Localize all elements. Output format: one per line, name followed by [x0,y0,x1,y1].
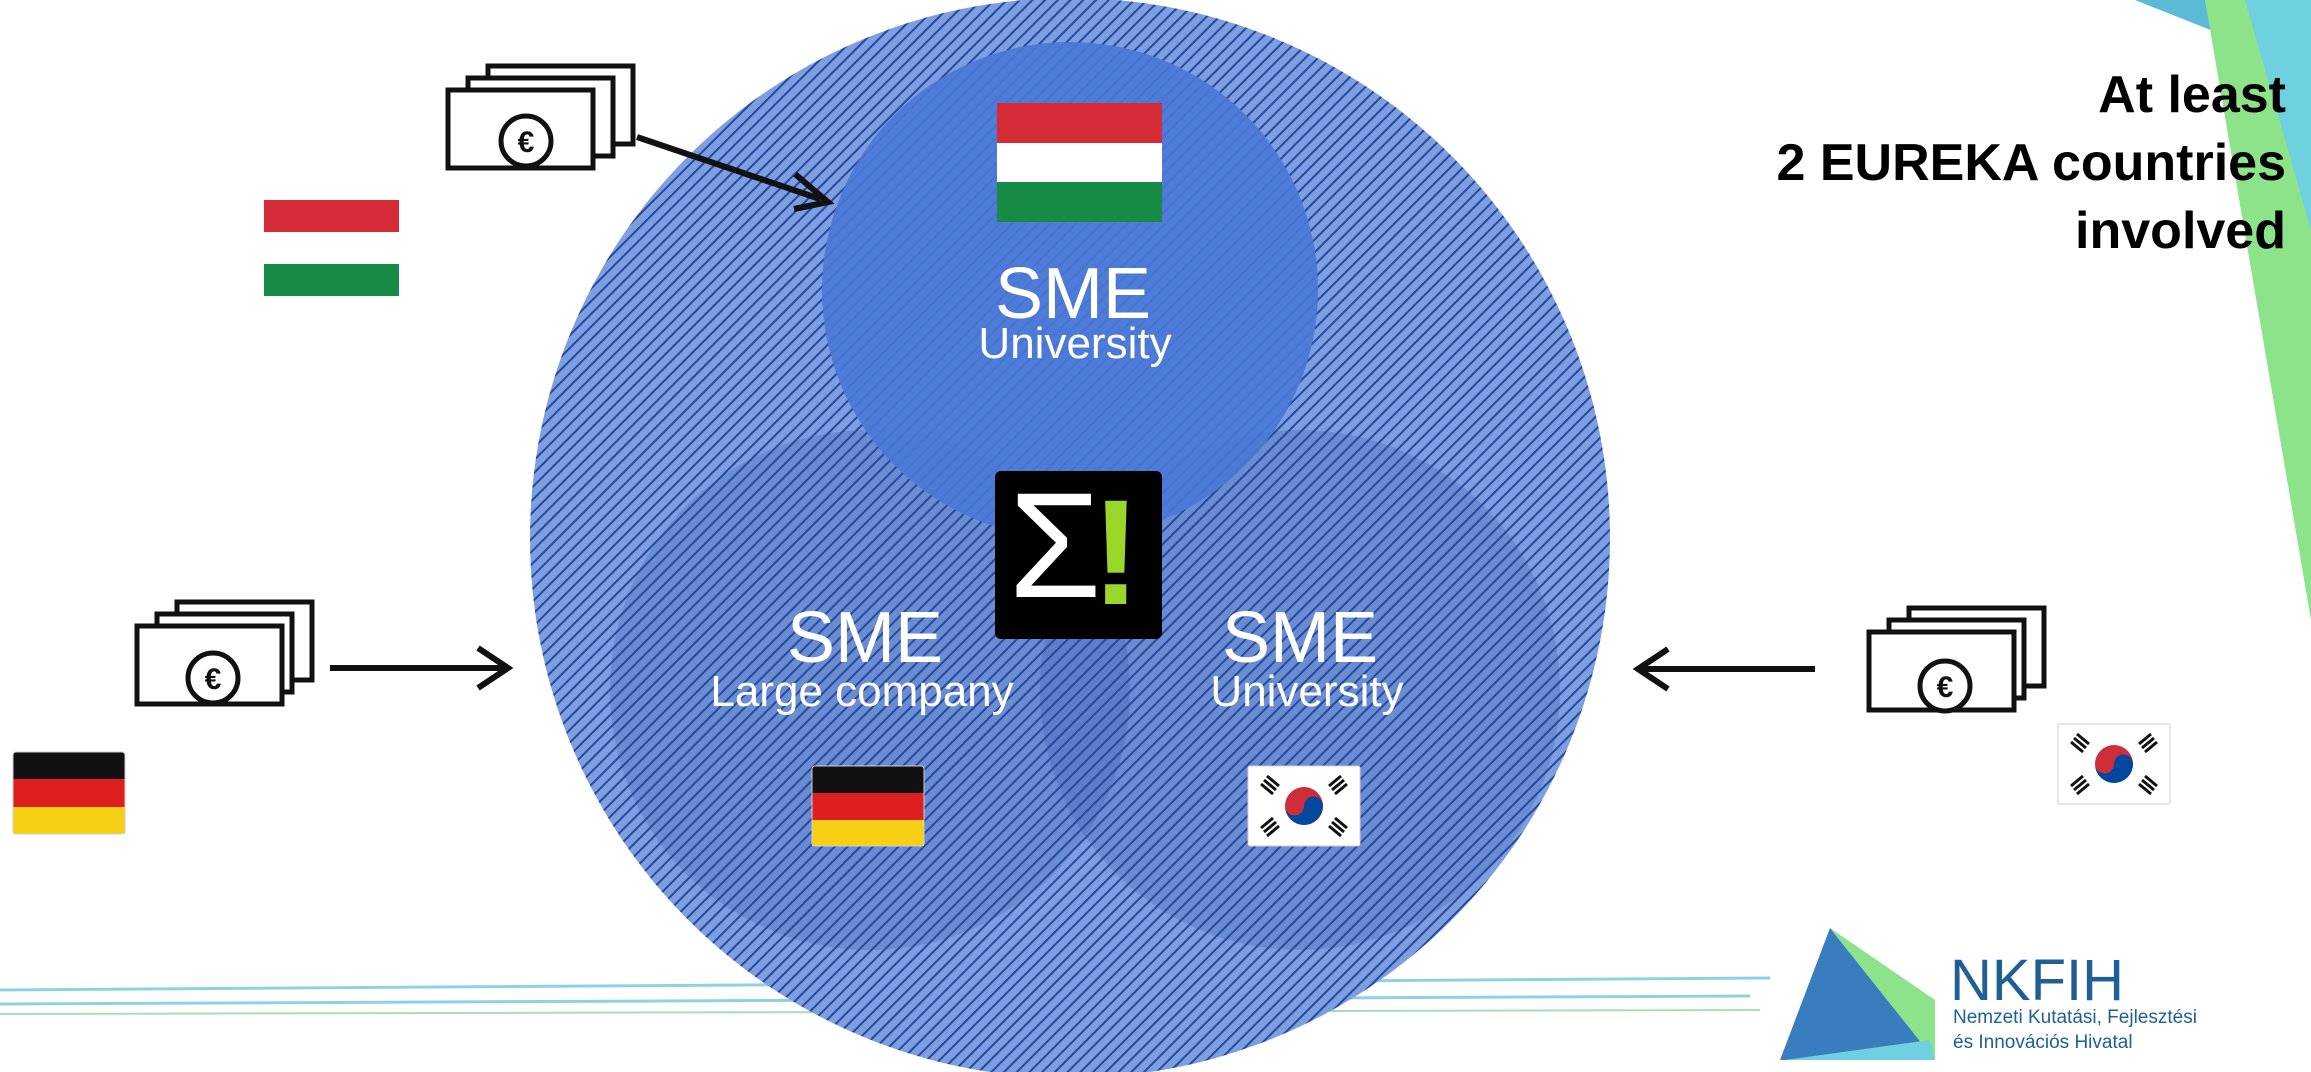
eureka-sigma-glyph: Σ [1009,461,1102,629]
right-circle-title: SME [1222,598,1378,678]
hungary-flag [264,200,399,296]
nkfih-tagline-1: Nemzeti Kutatási, Fejlesztési [1953,1007,2197,1028]
euro-banknotes-icon: € [445,63,636,171]
nkfih-logo: NKFIH Nemzeti Kutatási, Fejlesztési és I… [1780,928,2197,1060]
euro-symbol: € [1937,671,1954,704]
germany-flag [12,751,126,835]
heading-line-3: involved [2075,202,2286,260]
funding-arrow-korea [1632,646,1815,692]
nkfih-name: NKFIH [1950,948,2124,1013]
euro-banknotes-icon: € [134,599,315,707]
funding-arrow-germany [330,645,514,691]
funding-arrow-hungary [636,134,835,212]
germany-flag [811,765,925,847]
left-circle-subtitle: Large company [710,667,1013,716]
south-korea-flag [2057,723,2171,805]
south-korea-flag [1247,765,1361,847]
heading-line-2: 2 EUREKA countries [1776,134,2286,192]
euro-symbol: € [518,126,535,159]
left-circle-title: SME [787,598,943,678]
eureka-exclamation: ! [1091,468,1141,636]
heading: At least 2 EUREKA countries involved [1776,66,2286,260]
corner-decoration [2135,0,2311,620]
eureka-sigma-logo: Σ ! [995,461,1162,639]
right-circle-subtitle: University [1210,667,1403,716]
heading-line-1: At least [2098,66,2286,124]
right-partner-circle [1040,430,1560,950]
top-circle-subtitle: University [978,319,1171,368]
nkfih-tagline-2: és Innovációs Hivatal [1953,1032,2133,1053]
euro-symbol: € [205,663,222,696]
top-partner-circle [822,42,1318,538]
top-circle-title: SME [995,254,1151,334]
hungary-flag [997,103,1162,222]
euro-banknotes-icon: € [1866,605,2047,714]
